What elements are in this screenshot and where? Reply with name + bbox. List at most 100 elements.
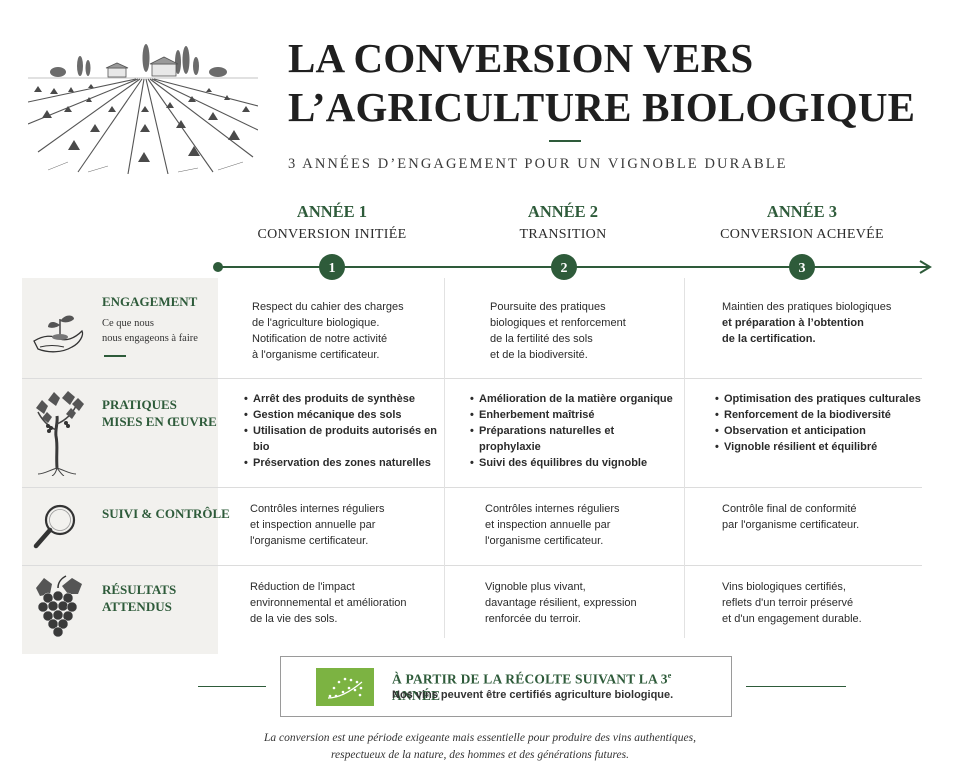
list-item: Vignoble résilient et équilibré — [715, 439, 940, 455]
step-1-badge: 1 — [319, 254, 345, 280]
row-label-line: MISES EN ŒUVRE — [102, 414, 217, 429]
cell-line: de la fertilité des sols — [490, 333, 593, 345]
banner-left-line — [198, 686, 266, 687]
cell-line: Vignoble plus vivant, — [485, 581, 586, 593]
footer-line: respectueux de la nature, des hommes et … — [331, 749, 629, 761]
cell-line: l'organisme certificateur. — [250, 535, 369, 547]
step-1-number: 1 — [329, 261, 336, 276]
cell-line: de la vie des sols. — [250, 613, 338, 625]
step-3-number: 3 — [799, 261, 806, 276]
cell-line: à l'organisme certificateur. — [252, 349, 380, 361]
title-divider — [549, 140, 581, 142]
cell-line: et de la biodiversité. — [490, 349, 588, 361]
list-item: Préparations naturelles et prophylaxie — [470, 423, 620, 455]
list-item: Suivi des équilibres du vignoble — [470, 455, 680, 471]
cell-suivi-year2: Contrôles internes réguliers et inspecti… — [485, 501, 675, 549]
cell-line: de la certification. — [722, 333, 816, 345]
list-item: Préservation des zones naturelles — [244, 455, 440, 471]
column-divider — [444, 278, 445, 638]
hands-seedling-icon — [33, 315, 84, 353]
row-divider — [22, 565, 922, 566]
footer-line: La conversion est une période exigeante … — [264, 732, 696, 744]
cell-line: Contrôle final de conformité — [722, 503, 857, 515]
year-1-header: ANNÉE 1 CONVERSION INITIÉE — [212, 202, 452, 243]
cell-line: et inspection annuelle par — [250, 519, 376, 531]
banner-right-line — [746, 686, 846, 687]
magnifier-icon — [33, 504, 76, 549]
list-item: Observation et anticipation — [715, 423, 940, 439]
row-sub-divider — [104, 355, 126, 357]
list-item: Arrêt des produits de synthèse — [244, 391, 440, 407]
title-line-1: LA CONVERSION VERS — [288, 35, 754, 81]
cell-resultats-year2: Vignoble plus vivant, davantage résilien… — [485, 579, 680, 627]
row-label-engagement: ENGAGEMENT — [102, 294, 198, 309]
cell-engagement-year2: Poursuite des pratiques biologiques et r… — [490, 299, 680, 363]
banner-title: À PARTIR DE LA RÉCOLTE SUIVANT LA 3e ANN… — [392, 671, 722, 704]
timeline: 1 2 3 — [213, 254, 932, 280]
year-1-subtitle: CONVERSION INITIÉE — [257, 227, 407, 242]
cell-line: et préparation à l’obtention — [722, 317, 864, 329]
cell-line: et inspection annuelle par — [485, 519, 611, 531]
row-label-line: PRATIQUES — [102, 397, 177, 412]
cell-line: Respect du cahier des charges — [252, 301, 404, 313]
eu-organic-leaf-logo — [316, 668, 374, 706]
cell-line: et d'un engagement durable. — [722, 613, 862, 625]
cell-engagement-year3: Maintien des pratiques biologiques et pr… — [722, 299, 937, 347]
cell-pratiques-year1: Arrêt des produits de synthèse Gestion m… — [244, 391, 440, 471]
page-subtitle: 3 ANNÉES D’ENGAGEMENT POUR UN VIGNOBLE D… — [288, 156, 788, 172]
cell-line: Notification de notre activité — [252, 333, 388, 345]
cell-resultats-year1: Réduction de l'impact environnemental et… — [250, 579, 440, 627]
cell-line: renforcée du terroir. — [485, 613, 581, 625]
year-2-header: ANNÉE 2 TRANSITION — [443, 202, 683, 243]
row-label-suivi: SUIVI & CONTRÔLE — [102, 506, 230, 521]
banner-title-end: ANNÉE — [392, 687, 441, 703]
cell-suivi-year3: Contrôle final de conformité par l'organ… — [722, 501, 932, 533]
cell-line: de l'agriculture biologique. — [252, 317, 380, 329]
banner-title-text: À PARTIR DE LA RÉCOLTE SUIVANT LA 3 — [392, 671, 668, 687]
banner-subtitle: Nos vins peuvent être certifiés agricult… — [392, 689, 674, 701]
year-3-header: ANNÉE 3 CONVERSION ACHEVÉE — [682, 202, 922, 243]
cell-line: biologiques et renforcement — [490, 317, 626, 329]
column-divider — [684, 278, 685, 638]
cell-line: l'organisme certificateur. — [485, 535, 604, 547]
row-divider — [22, 378, 922, 379]
cell-line: Réduction de l'impact — [250, 581, 355, 593]
row-labels-panel — [22, 278, 218, 654]
row-label-line: RÉSULTATS — [102, 582, 177, 597]
cell-engagement-year1: Respect du cahier des charges de l'agric… — [252, 299, 440, 363]
row-label-line: ATTENDUS — [102, 599, 172, 614]
cell-resultats-year3: Vins biologiques certifiés, reflets d'un… — [722, 579, 932, 627]
row-divider — [22, 487, 922, 488]
title-line-2: L’AGRICULTURE BIOLOGIQUE — [288, 84, 916, 130]
step-2-badge: 2 — [551, 254, 577, 280]
list-item: Enherbement maîtrisé — [470, 407, 680, 423]
list-item: Amélioration de la matière organique — [470, 391, 680, 407]
list-item: Gestion mécanique des sols — [244, 407, 440, 423]
cell-line: par l'organisme certificateur. — [722, 519, 860, 531]
cell-line: Vins biologiques certifiés, — [722, 581, 846, 593]
step-3-badge: 3 — [789, 254, 815, 280]
cell-line: Contrôles internes réguliers — [485, 503, 620, 515]
list-item: Renforcement de la biodiversité — [715, 407, 940, 423]
grapes-icon — [36, 575, 82, 638]
cell-line: Contrôles internes réguliers — [250, 503, 385, 515]
cell-suivi-year1: Contrôles internes réguliers et inspecti… — [250, 501, 440, 549]
list-item: Optimisation des pratiques culturales — [715, 391, 940, 407]
row-sub-line: Ce que nous — [102, 318, 154, 329]
cell-line: Maintien des pratiques biologiques — [722, 301, 892, 313]
cell-line: environnemental et amélioration — [250, 597, 407, 609]
row-label-pratiques: PRATIQUES MISES EN ŒUVRE — [102, 396, 217, 430]
cell-line: reflets d'un terroir préservé — [722, 597, 854, 609]
year-2-subtitle: TRANSITION — [519, 227, 607, 242]
row-sub-line: nous engageons à faire — [102, 333, 198, 344]
list-item: Utilisation de produits autorisés en bio — [244, 423, 440, 455]
timeline-start-dot — [213, 262, 223, 272]
cell-pratiques-year3: Optimisation des pratiques culturales Re… — [715, 391, 940, 455]
year-1-title: ANNÉE 1 — [296, 202, 368, 221]
cell-line: Poursuite des pratiques — [490, 301, 606, 313]
cell-pratiques-year2: Amélioration de la matière organique Enh… — [470, 391, 680, 471]
row-label-resultats: RÉSULTATS ATTENDUS — [102, 581, 176, 615]
footer-note: La conversion est une période exigeante … — [160, 730, 800, 764]
banner-title-sup: e — [667, 671, 672, 680]
year-3-title: ANNÉE 3 — [766, 202, 838, 221]
